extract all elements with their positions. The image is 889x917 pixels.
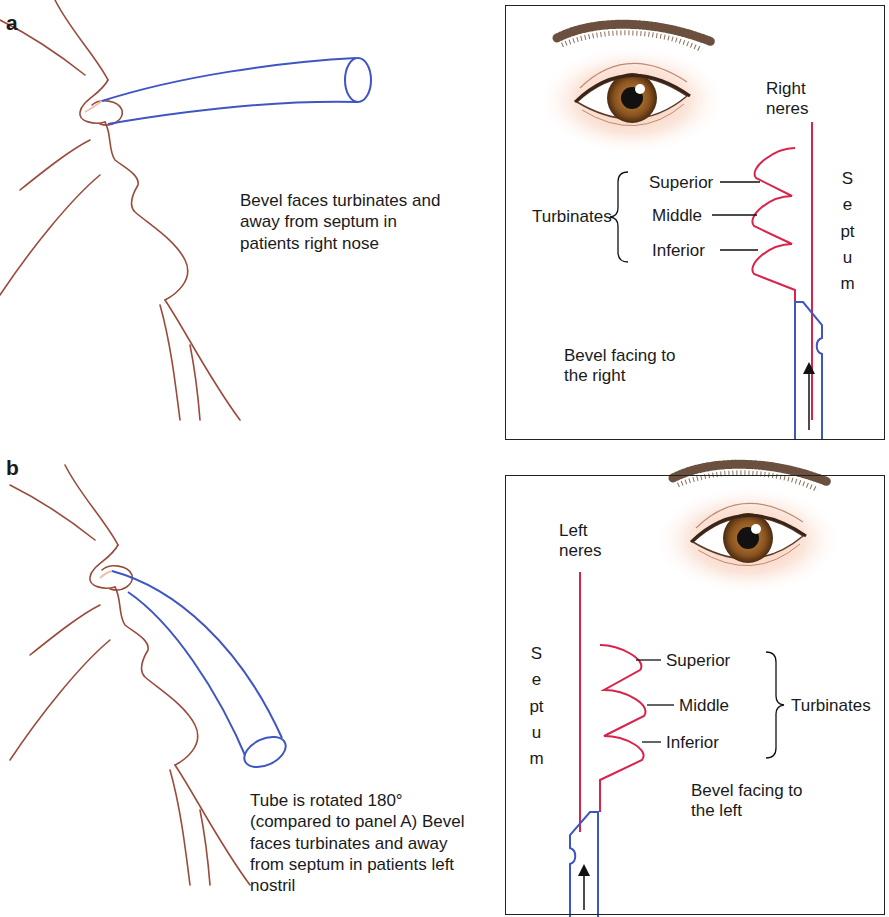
tube-tip: [795, 302, 822, 440]
nasal-tube: [100, 571, 290, 773]
panel-frame: Right neresSeptum SuperiorMiddleInferior T…: [505, 5, 885, 440]
face-profile: [0, 0, 240, 420]
tube-tip: [570, 812, 598, 917]
eye-illustration: [653, 464, 843, 595]
nasal-anatomy: [580, 572, 645, 832]
part-label: Superior: [649, 173, 713, 193]
bevel-note: Bevel facing to the right: [564, 346, 684, 387]
septum-label: Septum: [839, 166, 856, 298]
panel-frame: Left neresSeptum SuperiorMiddleInferior Tu…: [505, 475, 885, 915]
eye-illustration: [537, 24, 727, 155]
group-label: Turbinates: [791, 696, 871, 716]
part-label: Middle: [652, 206, 702, 226]
group-label: Turbinates: [532, 207, 612, 227]
septum-label: Septum: [528, 641, 545, 773]
part-label: Inferior: [652, 241, 705, 261]
bevel-note: Bevel facing to the left: [691, 781, 811, 822]
region-label: Left neres: [559, 521, 619, 562]
note-text: Tube is rotated 180° (compared to panel …: [250, 790, 482, 896]
panel-letter: a: [6, 10, 18, 36]
face-profile: [10, 465, 250, 885]
note-text: Bevel faces turbinates and away from sep…: [240, 190, 450, 254]
part-label: Middle: [679, 696, 729, 716]
nasal-anatomy: [752, 122, 812, 420]
panel-letter: b: [6, 455, 19, 481]
nasal-tube: [85, 58, 371, 124]
leader-lines: [636, 652, 784, 758]
leader-lines: [610, 172, 760, 262]
part-label: Superior: [666, 651, 730, 671]
part-label: Inferior: [666, 733, 719, 753]
region-label: Right neres: [766, 79, 828, 120]
